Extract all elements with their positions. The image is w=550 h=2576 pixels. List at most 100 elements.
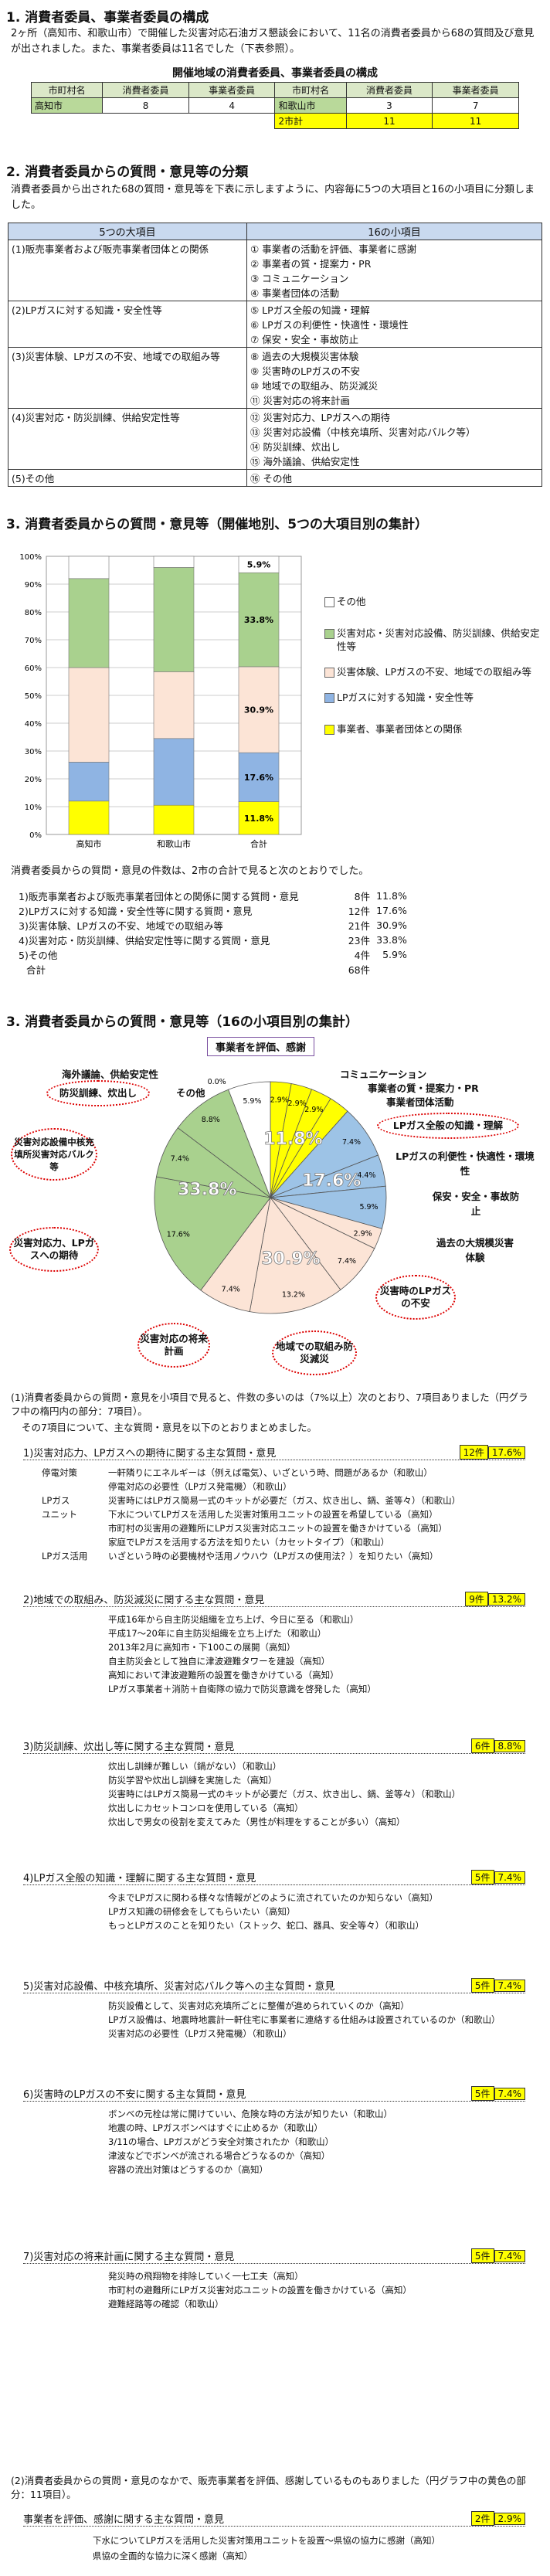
summary-pct: 11.8% bbox=[376, 890, 407, 902]
legend-swatch bbox=[324, 693, 334, 703]
summary-label: 4)災害対応・防災訓練、供給安定性等に関する質問・意見 bbox=[19, 935, 270, 946]
question-group-count: 12件 bbox=[459, 1445, 488, 1460]
callout-association: 事業者団体活動 bbox=[386, 1096, 454, 1108]
pie-title: 事業者を評価、感謝 bbox=[207, 1037, 315, 1056]
section1-table: 市町村名 消費者委員 事業者委員 市町村名 消費者委員 事業者委員 高知市 8 … bbox=[30, 82, 519, 129]
x-tick-label: 和歌山市 bbox=[157, 838, 191, 849]
y-tick-label: 10% bbox=[25, 804, 42, 812]
summary-label: 3)災害体験、LPガスの不安、地域での取組み等 bbox=[19, 920, 223, 932]
minor-item: ② 事業者の質・提案力・PR bbox=[250, 258, 372, 270]
legend-label: 事業者、事業者団体との関係 bbox=[337, 723, 463, 735]
x-tick-label: 高知市 bbox=[76, 838, 102, 849]
summary-count: 12件 bbox=[348, 906, 371, 917]
y-tick-label: 90% bbox=[25, 581, 42, 590]
question-item: 災害時にはLPガス簡易一式のキットが必要だ（ガス、炊き出し、鍋、釜等々）（和歌山… bbox=[108, 1789, 461, 1799]
question-item: 発災時の飛翔物を排除していく一七工夫（高知） bbox=[108, 2271, 304, 2282]
question-item: 自主防災会として独自に津波避難タワーを建設（高知） bbox=[108, 1656, 331, 1667]
summary-intro: 消費者委員からの質問・意見の件数は、2市の合計で見ると次のとおりでした。 bbox=[11, 865, 369, 877]
oval-expectation: 災害対応力、LPガスへの期待 bbox=[9, 1227, 99, 1272]
section2-heading: 2. 消費者委員からの質問・意見等の分類 bbox=[6, 165, 249, 180]
question-item: 平成16年から自主防災組織を立ち上げ、今日に至る（和歌山） bbox=[108, 1614, 359, 1625]
praise-item: 県協の全面的な協力に深く感謝（高知） bbox=[93, 2551, 253, 2561]
question-group-title: 4)LPガス全般の知識・理解に関する主な質問・意見 bbox=[23, 1873, 256, 1884]
question-group-title: 1)災害対応力、LPガスへの期待に関する主な質問・意見 bbox=[23, 1448, 277, 1460]
question-group-pct: 7.4% bbox=[494, 2250, 525, 2262]
summary-pct: 30.9% bbox=[376, 919, 407, 931]
pie-slice bbox=[177, 1089, 271, 1199]
pie-chart: 2.9%2.9%2.9%7.4%4.4%5.9%2.9%7.4%13.2%7.4… bbox=[154, 1078, 387, 1314]
question-group-title: 7)災害対応の将来計画に関する主な質問・意見 bbox=[23, 2251, 235, 2263]
minor-item: ⑤ LPガス全般の知識・理解 bbox=[250, 304, 370, 316]
summary-pct: 17.6% bbox=[376, 905, 407, 916]
minor-item: ⑩ 地域での取組み、防災減災 bbox=[250, 380, 379, 392]
question-item: 災害対応の必要性（LPガス発電機）（和歌山） bbox=[108, 2028, 292, 2039]
praise-count: 2件 bbox=[470, 2511, 494, 2526]
minor-item: ③ コミュニケーション bbox=[250, 273, 349, 284]
pie-slice-label: 2.9% bbox=[354, 1229, 372, 1238]
y-tick-label: 40% bbox=[25, 720, 42, 729]
summary-pct: 33.8% bbox=[376, 934, 407, 946]
cell: 8 bbox=[102, 97, 189, 114]
question-item: 停電対応の必要性（LPガス発電機）（和歌山） bbox=[108, 1481, 292, 1492]
pie-slice-label: 0.0% bbox=[208, 1078, 226, 1086]
minor-item: ⑫ 災害対応力、LPガスへの期待 bbox=[250, 412, 390, 423]
bar-segment bbox=[153, 567, 195, 672]
question-group-title: 2)地域での取組み、防災減災に関する主な質問・意見 bbox=[23, 1595, 265, 1606]
bar-segment bbox=[68, 667, 110, 763]
minor-item: ⑬ 災害対応設備（中核充填所、災害対応バルク等） bbox=[250, 427, 476, 438]
bar-legend: その他 災害対応・災害対応設備、防災訓練、供給安定性等 災害体験、LPガスの不安… bbox=[324, 595, 541, 748]
legend-label: その他 bbox=[337, 596, 366, 607]
x-tick-label: 合計 bbox=[250, 838, 267, 849]
question-item: 防災設備として、災害対応充填所ごとに整備が進められていくのか（高知） bbox=[108, 2000, 409, 2011]
question-item: 避難経路等の確認（和歌山） bbox=[108, 2299, 224, 2309]
section3b-heading: 3. 消費者委員からの質問・意見等（16の小項目別の集計） bbox=[6, 1014, 358, 1030]
question-item: 市町村の災害用の避難所にLPガス災害対応ユニットの設置を働きかけている（高知） bbox=[108, 1523, 447, 1534]
praise-item: 下水についてLPガスを活用した災害対策用ユニットを設置～県協の協力に感謝（高知） bbox=[93, 2535, 440, 2546]
minor-item: ⑥ LPガスの利便性・快適性・環境性 bbox=[250, 319, 409, 331]
section3a-heading: 3. 消費者委員からの質問・意見等（開催地別、5つの大項目別の集計） bbox=[6, 517, 429, 532]
pie-slice-label: 17.6% bbox=[167, 1231, 190, 1239]
question-group-pct: 7.4% bbox=[494, 2088, 525, 2100]
bar-segment bbox=[238, 572, 280, 668]
section3c-intro1: (1)消費者委員からの質問・意見を小項目で見ると、件数の多いのは（7%以上）次の… bbox=[11, 1392, 528, 1417]
question-group-pct: 7.4% bbox=[494, 1980, 525, 1992]
question-item: 下水についてLPガスを活用した災害対策用ユニットの設置を希望している（高知） bbox=[108, 1509, 438, 1520]
oval-knowledge: LPガス全般の知識・理解 bbox=[377, 1113, 519, 1139]
question-item: LPガス設備は、地震時地震計一軒住宅に事業者に連絡する仕組みは設置されているのか… bbox=[108, 2014, 501, 2025]
question-group-title: 6)災害時のLPガスの不安に関する主な質問・意見 bbox=[23, 2089, 246, 2101]
cell: 11 bbox=[345, 113, 433, 129]
minor-item: ① 事業者の活動を評価、事業者に感謝 bbox=[250, 243, 417, 255]
question-group-count: 5件 bbox=[470, 2086, 494, 2101]
summary-count: 4件 bbox=[354, 950, 371, 961]
legend-label: 災害体験、LPガスの不安、地域での取組み等 bbox=[337, 666, 532, 678]
callout-convenience: LPガスの利便性・快適性・環境性 bbox=[396, 1150, 535, 1177]
y-tick-label: 80% bbox=[25, 609, 42, 617]
question-item: 災害時にはLPガス簡易一式のキットが必要だ（ガス、炊き出し、鍋、釜等々）（和歌山… bbox=[108, 1495, 461, 1506]
summary-count: 21件 bbox=[348, 920, 371, 932]
question-item: 炊出し訓練が難しい（鍋がない）（和歌山） bbox=[108, 1761, 282, 1772]
legend-label: 災害対応・災害対応設備、防災訓練、供給安定性等 bbox=[337, 627, 540, 652]
pie-slice-label: 7.4% bbox=[338, 1257, 356, 1266]
cell: 2市計 bbox=[274, 113, 347, 129]
th: 5つの大項目 bbox=[8, 223, 247, 240]
question-group-pct: 7.4% bbox=[494, 1871, 525, 1884]
y-tick-label: 70% bbox=[25, 637, 42, 645]
section1-heading: 1. 消費者委員、事業者委員の構成 bbox=[6, 10, 209, 25]
major-item: (4)災害対応・防災訓練、供給安定性等 bbox=[8, 408, 247, 470]
legend-item: その他 bbox=[324, 595, 541, 608]
oval-local-action: 地域での取組み防災減災 bbox=[272, 1330, 357, 1375]
summary-label: 5)その他 bbox=[19, 950, 58, 961]
question-item: 防災学習や炊出し訓練を実施した（高知） bbox=[108, 1775, 277, 1786]
major-item: (5)その他 bbox=[8, 469, 247, 487]
pie-slice-label: 13.2% bbox=[282, 1290, 305, 1299]
legend-swatch bbox=[324, 668, 334, 678]
oval-drill: 防災訓練、炊出し bbox=[46, 1080, 150, 1106]
th: 市町村名 bbox=[30, 82, 104, 98]
legend-item: 災害対応・災害対応設備、防災訓練、供給安定性等 bbox=[324, 627, 541, 653]
